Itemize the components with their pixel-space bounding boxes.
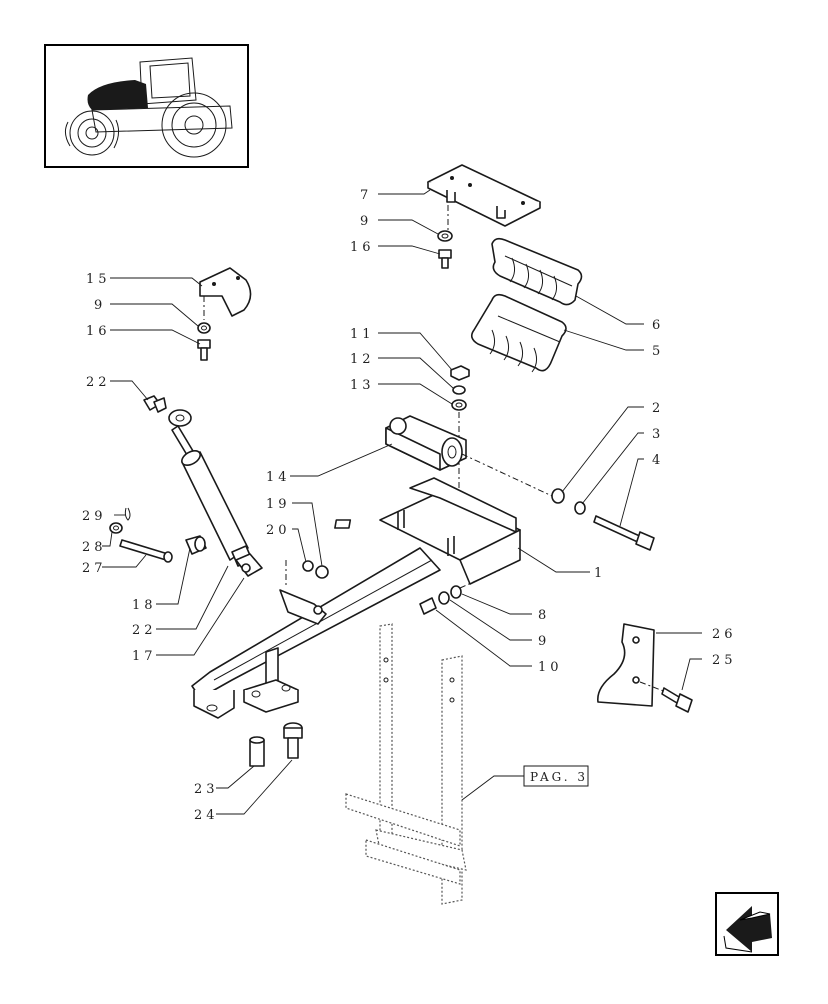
part-17-ball-joint	[235, 553, 263, 577]
part-6-clamp	[491, 237, 583, 306]
callout-23: 23	[194, 782, 219, 797]
part-12-washer	[452, 385, 466, 395]
callout-8: 8	[538, 608, 550, 623]
part-26-plate	[597, 623, 655, 707]
part-16-bolt-left	[197, 339, 211, 361]
callout-22: 22	[132, 623, 157, 638]
callout-17: 17	[132, 649, 157, 664]
callout-22: 22	[86, 375, 111, 390]
part-1-support-frame	[191, 477, 521, 719]
callout-29: 29	[82, 509, 107, 524]
part-20-washer	[302, 560, 314, 572]
part-23-sleeve	[249, 736, 265, 767]
part-5-clamp	[470, 293, 567, 373]
part-22-pin	[143, 395, 167, 413]
back-arrow-icon[interactable]	[715, 892, 779, 956]
callout-26: 26	[712, 627, 737, 642]
callout-14: 14	[266, 470, 291, 485]
part-19-washer	[315, 565, 329, 579]
callout-5: 5	[652, 344, 664, 359]
callout-28: 28	[82, 540, 107, 555]
tractor-thumbnail-icon	[44, 44, 249, 168]
part-15-bracket	[199, 267, 252, 317]
part-14-pivot	[385, 415, 467, 471]
part-10-bolt	[419, 597, 437, 615]
callout-10: 10	[538, 660, 563, 675]
page-reference[interactable]: PAG. 3	[523, 765, 589, 787]
callout-7: 7	[360, 188, 372, 203]
part-24-bolt	[283, 722, 303, 759]
part-25-bolt	[661, 687, 693, 713]
callout-16: 16	[86, 324, 111, 339]
callout-13: 13	[350, 378, 375, 393]
part-29-clip	[124, 507, 131, 521]
part-9-washer-left	[197, 322, 211, 334]
gas-spring	[168, 409, 253, 567]
rear-frame-ghost	[345, 623, 467, 905]
part-28-washer	[109, 522, 123, 534]
callout-9: 9	[94, 298, 106, 313]
callout-27: 27	[82, 561, 107, 576]
page-reference-label: PAG. 3	[530, 770, 588, 784]
leader-lines	[102, 189, 702, 815]
callout-1: 1	[594, 566, 606, 581]
callout-2: 2	[652, 401, 664, 416]
callout-19: 19	[266, 497, 291, 512]
part-11-nut	[450, 365, 470, 381]
callout-9: 9	[360, 214, 372, 229]
callout-9: 9	[538, 634, 550, 649]
callout-4: 4	[652, 453, 664, 468]
part-13-washer	[451, 399, 467, 411]
part-4-bolt	[593, 515, 655, 551]
callout-16: 16	[350, 240, 375, 255]
callout-11: 11	[350, 327, 375, 342]
callout-25: 25	[712, 653, 737, 668]
part-18-bushing	[185, 535, 207, 555]
part-9-washer-top	[437, 230, 453, 242]
callout-24: 24	[194, 808, 219, 823]
callout-6: 6	[652, 318, 664, 333]
part-8-washer	[450, 585, 462, 599]
part-27-pin	[119, 539, 173, 563]
part-2-bushing	[551, 488, 565, 504]
callout-12: 12	[350, 352, 375, 367]
part-7-bracket	[427, 164, 541, 227]
callout-20: 20	[266, 523, 291, 538]
part-9-washer-right	[438, 591, 450, 605]
part-16-bolt-top	[438, 249, 452, 269]
callout-18: 18	[132, 598, 157, 613]
callout-15: 15	[86, 272, 111, 287]
part-3-washer	[574, 501, 586, 515]
callout-3: 3	[652, 427, 664, 442]
